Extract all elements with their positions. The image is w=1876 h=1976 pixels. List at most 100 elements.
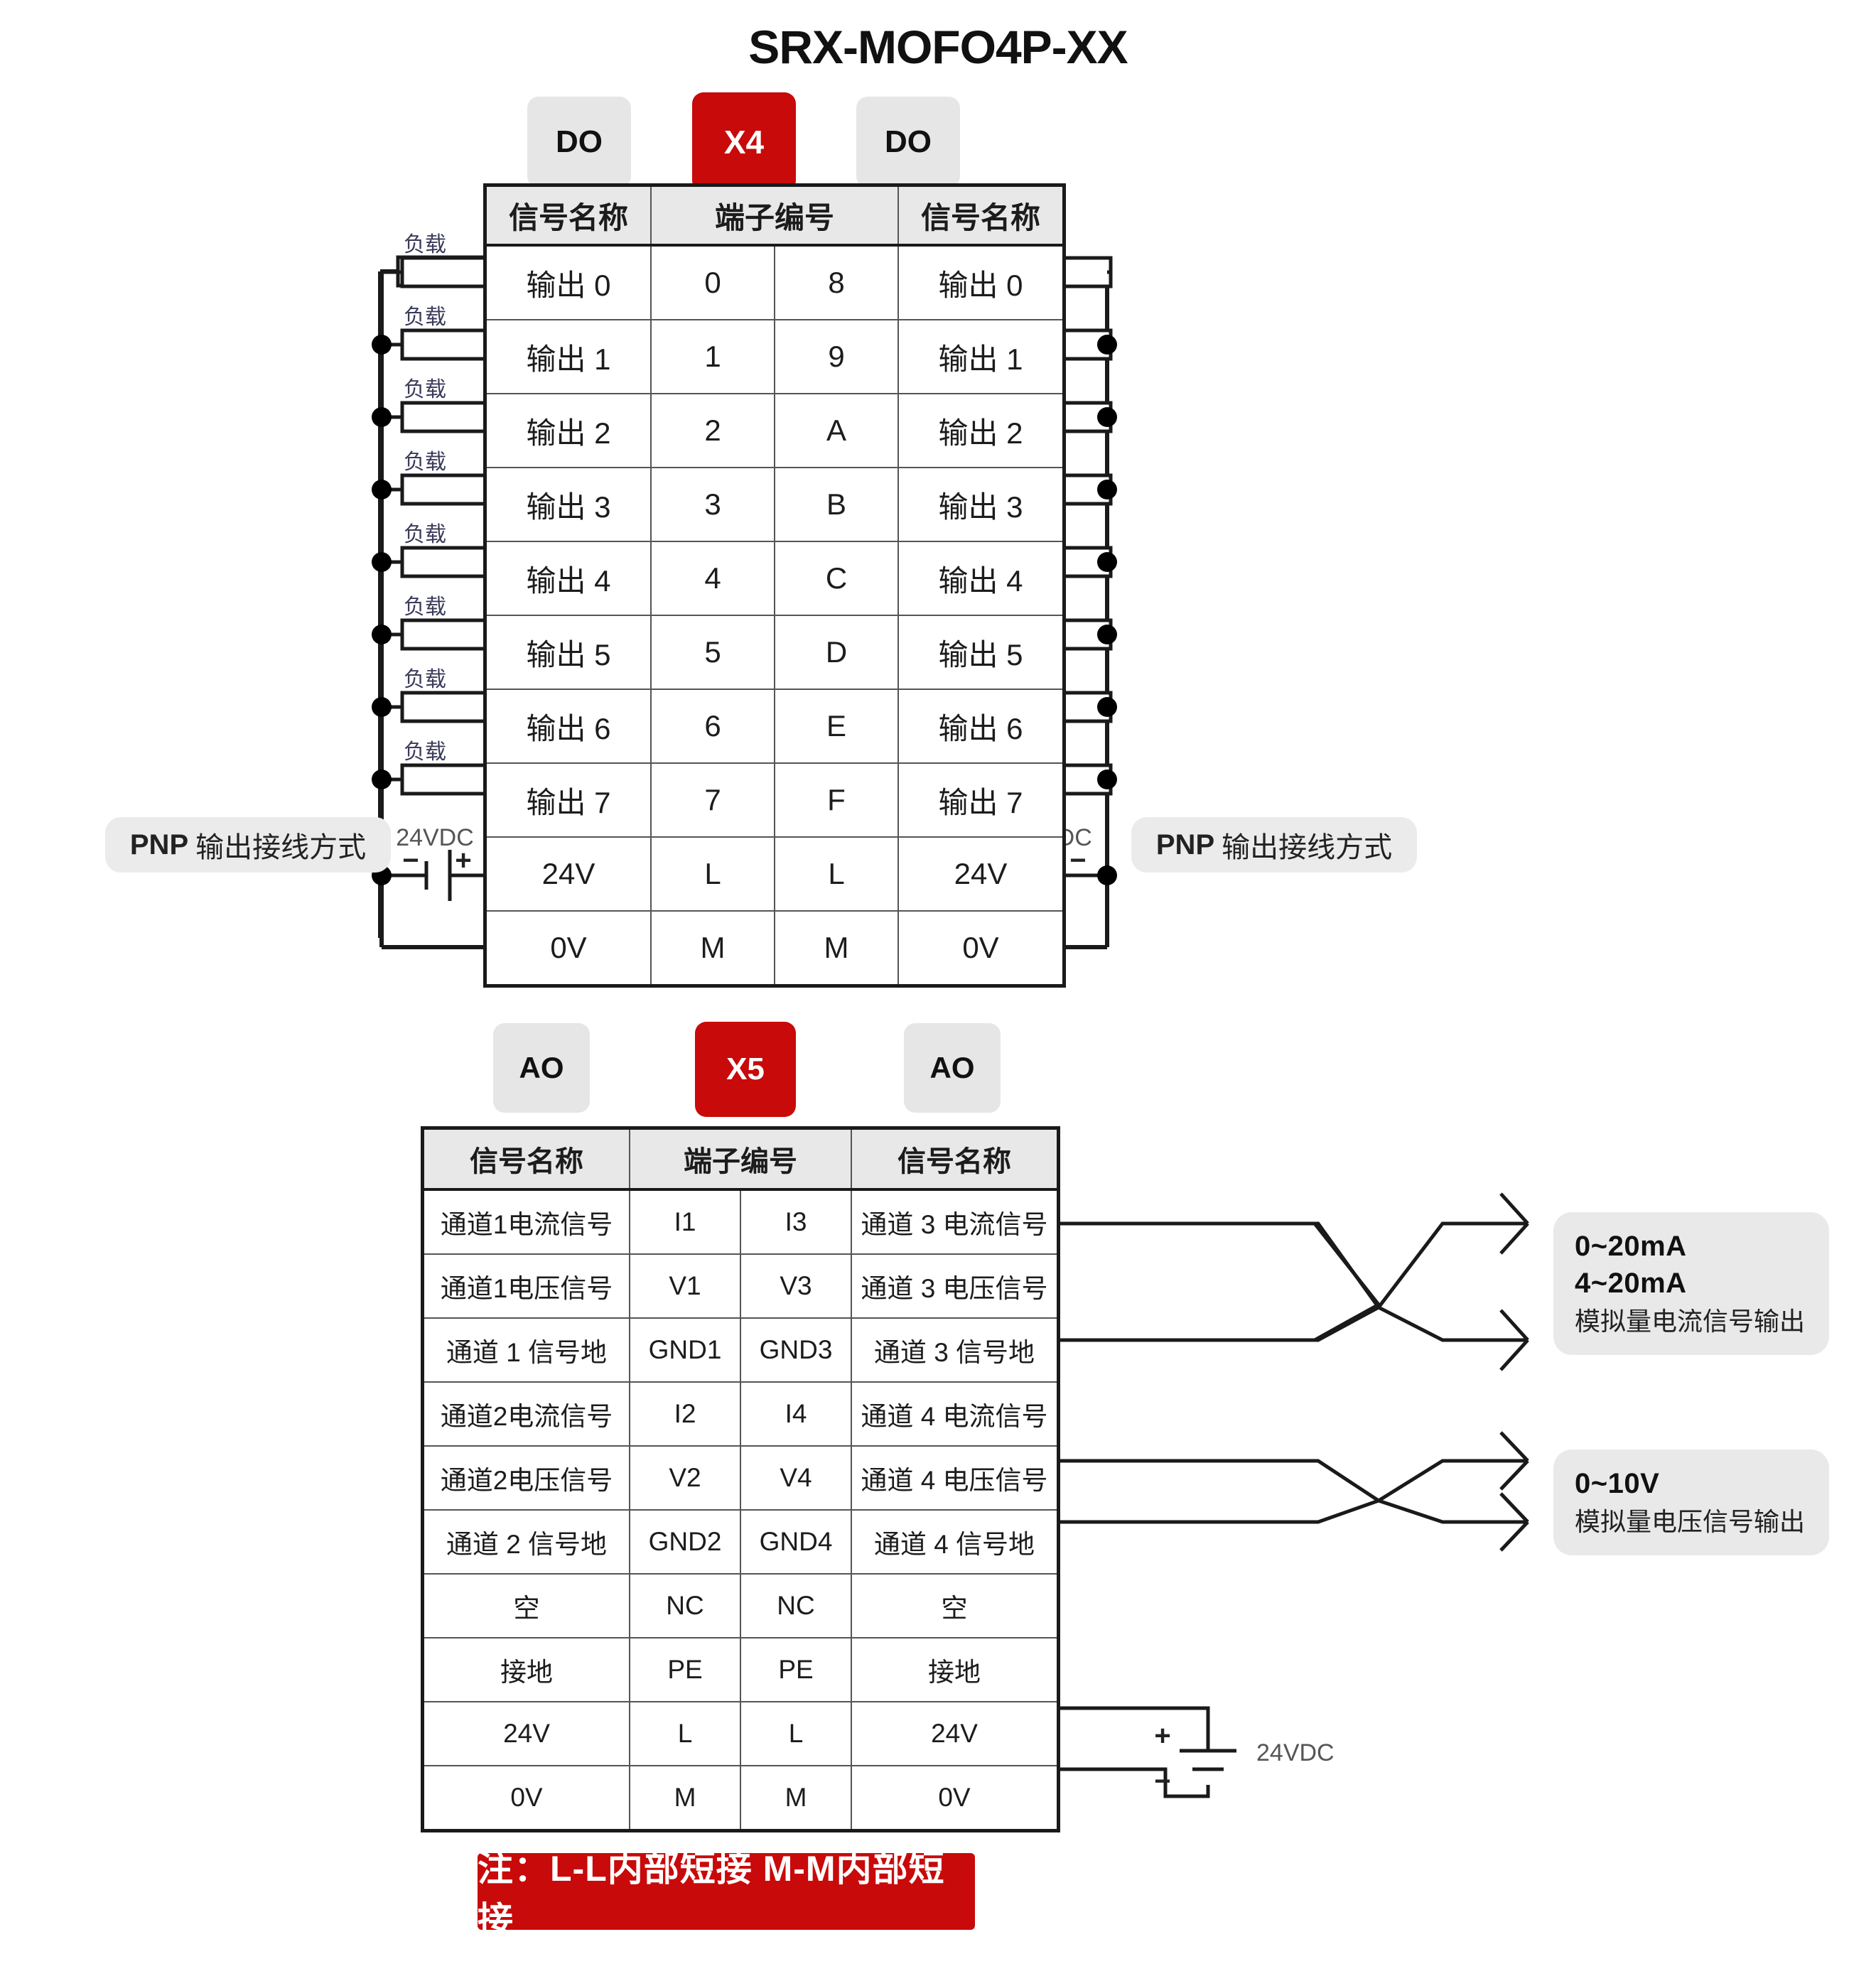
cell-right-terminal: PE — [740, 1637, 852, 1702]
cell-right-terminal: E — [774, 689, 899, 764]
cell-left-signal: 输出 7 — [484, 762, 652, 838]
cell-right-signal: 通道 4 信号地 — [851, 1509, 1060, 1575]
cell-left-signal: 通道1电流信号 — [421, 1189, 630, 1255]
cell-left-terminal: M — [650, 910, 775, 987]
svg-text:负载: 负载 — [404, 450, 446, 474]
cell-right-signal: 输出 3 — [897, 467, 1065, 542]
callout-voltage-desc: 模拟量电压信号输出 — [1575, 1507, 1806, 1536]
badge-ao-right: AO — [904, 1023, 1001, 1113]
cell-right-terminal: C — [774, 541, 899, 616]
cell-left-terminal: V1 — [629, 1253, 741, 1319]
cell-left-signal: 空 — [421, 1573, 630, 1638]
cell-right-signal: 输出 0 — [897, 244, 1065, 320]
cell-left-signal: 接地 — [421, 1637, 630, 1702]
cell-left-signal: 通道 1 信号地 — [421, 1317, 630, 1383]
cell-left-terminal: 6 — [650, 689, 775, 764]
table1-header-right-signal: 信号名称 — [897, 184, 1065, 247]
cell-right-terminal: 8 — [774, 244, 899, 320]
badge-x5: X5 — [695, 1022, 796, 1117]
cell-left-terminal: L — [650, 836, 775, 912]
cell-right-terminal: I4 — [740, 1381, 852, 1447]
callout-current-output: 0~20mA 4~20mA 模拟量电流信号输出 — [1553, 1212, 1829, 1355]
cell-right-terminal: 9 — [774, 319, 899, 394]
cell-left-signal: 24V — [484, 836, 652, 912]
svg-text:24VDC: 24VDC — [396, 824, 474, 851]
cell-left-signal: 通道2电流信号 — [421, 1381, 630, 1447]
cell-right-signal: 输出 2 — [897, 393, 1065, 468]
badge-do-left: DO — [527, 97, 631, 188]
cell-right-terminal: L — [740, 1701, 852, 1766]
pnp-text-left: 输出接线方式 — [195, 832, 367, 863]
cell-right-signal: 输出 5 — [897, 615, 1065, 690]
page-title: SRX-MOFO4P-XX — [748, 21, 1128, 73]
svg-text:负载: 负载 — [404, 595, 446, 619]
cell-right-terminal: V4 — [740, 1445, 852, 1511]
cell-right-signal: 输出 6 — [897, 689, 1065, 764]
cell-left-signal: 通道1电压信号 — [421, 1253, 630, 1319]
svg-text:负载: 负载 — [404, 740, 446, 764]
cell-right-signal: 0V — [897, 910, 1065, 987]
cell-left-terminal: 1 — [650, 319, 775, 394]
table1-header-row: 信号名称 端子编号 信号名称 — [484, 184, 1065, 247]
cell-left-signal: 输出 1 — [484, 319, 652, 394]
cell-right-terminal: D — [774, 615, 899, 690]
svg-text:−: − — [1069, 845, 1086, 876]
callout-voltage-range: 0~10V — [1575, 1468, 1660, 1499]
cell-left-signal: 通道2电压信号 — [421, 1445, 630, 1511]
cell-left-signal: 输出 5 — [484, 615, 652, 690]
cell-right-signal: 空 — [851, 1573, 1060, 1638]
table1-header-terminal: 端子编号 — [650, 184, 899, 247]
cell-right-signal: 24V — [851, 1701, 1060, 1766]
cell-left-terminal: 2 — [650, 393, 775, 468]
badge-do-right: DO — [856, 97, 960, 188]
svg-text:负载: 负载 — [404, 378, 446, 401]
cell-right-terminal: L — [774, 836, 899, 912]
cell-left-terminal: 7 — [650, 762, 775, 838]
cell-right-terminal: F — [774, 762, 899, 838]
svg-text:负载: 负载 — [404, 306, 446, 329]
load-left-0 — [396, 255, 492, 288]
cell-right-signal: 通道 4 电流信号 — [851, 1381, 1060, 1447]
svg-text:+: + — [1154, 1720, 1170, 1751]
callout-current-range-2: 4~20mA — [1575, 1268, 1687, 1299]
cell-right-signal: 输出 1 — [897, 319, 1065, 394]
cell-left-signal: 输出 0 — [484, 244, 652, 320]
cell-left-signal: 0V — [421, 1765, 630, 1832]
table2-header-row: 信号名称 端子编号 信号名称 — [421, 1127, 1060, 1191]
cell-right-terminal: M — [740, 1765, 852, 1832]
cell-left-signal: 24V — [421, 1701, 630, 1766]
svg-text:−: − — [402, 845, 419, 876]
cell-right-signal: 通道 3 电压信号 — [851, 1253, 1060, 1319]
svg-text:负载: 负载 — [404, 233, 446, 257]
cell-right-terminal: A — [774, 393, 899, 468]
cell-right-signal: 接地 — [851, 1637, 1060, 1702]
table2-header-left-signal: 信号名称 — [421, 1127, 630, 1191]
cell-left-signal: 通道 2 信号地 — [421, 1509, 630, 1575]
pnp-bold-right: PNP — [1155, 828, 1215, 860]
cell-right-signal: 输出 7 — [897, 762, 1065, 838]
svg-text:负载: 负载 — [404, 523, 446, 546]
cell-right-signal: 通道 3 电流信号 — [851, 1189, 1060, 1255]
cell-left-terminal: 3 — [650, 467, 775, 542]
cell-right-terminal: GND4 — [740, 1509, 852, 1575]
cell-left-signal: 输出 4 — [484, 541, 652, 616]
cell-right-signal: 通道 4 电压信号 — [851, 1445, 1060, 1511]
